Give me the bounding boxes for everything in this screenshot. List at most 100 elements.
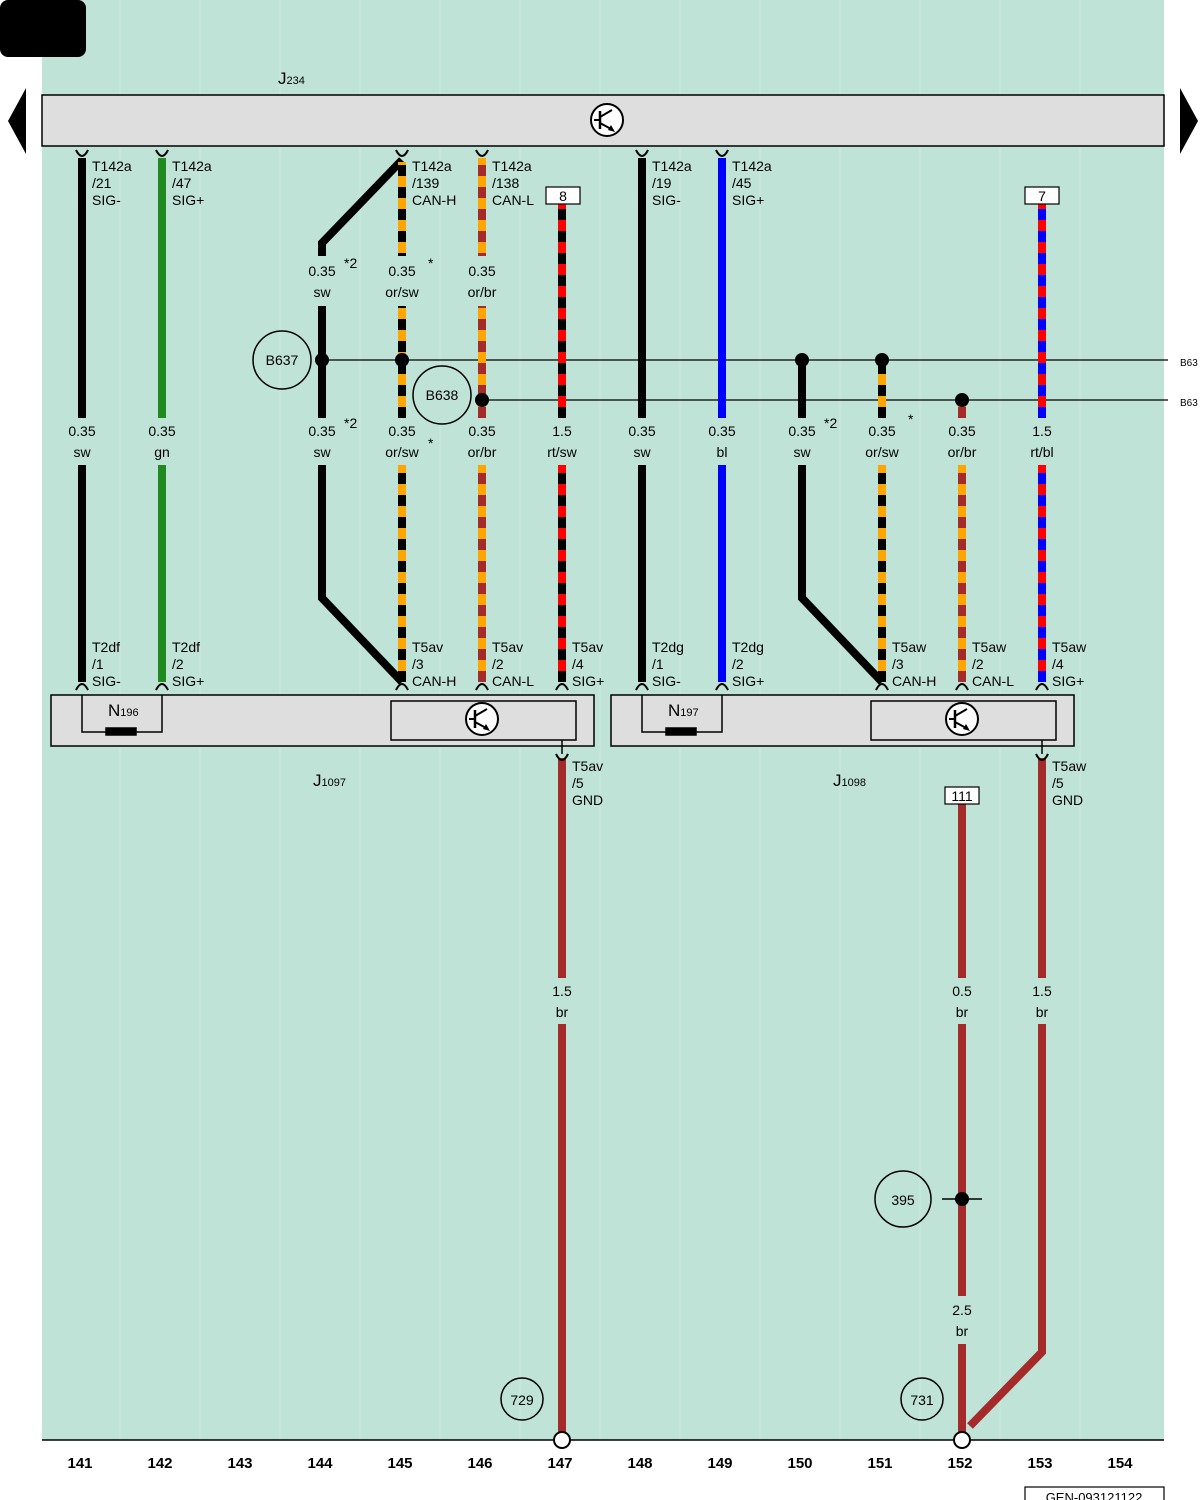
fuse-ref-7: 7 <box>1024 186 1060 205</box>
page-tab <box>0 0 86 57</box>
svg-text:1.5: 1.5 <box>552 983 572 999</box>
svg-text:148: 148 <box>627 1455 652 1472</box>
svg-text:/47: /47 <box>172 175 192 191</box>
svg-text:/2: /2 <box>972 656 984 672</box>
svg-text:SIG+: SIG+ <box>1052 673 1084 689</box>
svg-text:146: 146 <box>467 1455 492 1472</box>
svg-text:T2df: T2df <box>172 639 200 655</box>
svg-text:/4: /4 <box>572 656 584 672</box>
ground-point-147 <box>553 1431 571 1449</box>
ground-point-152 <box>953 1431 971 1449</box>
svg-text:GND: GND <box>572 792 603 808</box>
splice-b638: B638 <box>412 365 472 425</box>
svg-text:T5av: T5av <box>572 758 603 774</box>
svg-text:SIG+: SIG+ <box>172 192 204 208</box>
wire-153-br <box>967 758 1046 1429</box>
prev-page-arrow-icon[interactable] <box>8 88 26 154</box>
svg-text:T5aw: T5aw <box>1052 758 1087 774</box>
svg-text:CAN-L: CAN-L <box>492 192 534 208</box>
svg-text:/5: /5 <box>1052 775 1064 791</box>
svg-text:T5aw: T5aw <box>1052 639 1087 655</box>
wire-label-153: 1.5rt/bl <box>1030 423 1053 460</box>
bus-label-lower: B63 <box>1180 398 1198 409</box>
svg-text:/2: /2 <box>732 656 744 672</box>
svg-text:or/br: or/br <box>468 444 497 460</box>
wire-label-153-ground: 1.5br <box>1032 983 1052 1020</box>
svg-text:or/sw: or/sw <box>385 284 419 300</box>
svg-text:gn: gn <box>154 444 170 460</box>
svg-text:/1: /1 <box>92 656 104 672</box>
svg-text:br: br <box>956 1004 969 1020</box>
svg-text:CAN-L: CAN-L <box>972 673 1014 689</box>
svg-text:CAN-H: CAN-H <box>412 673 456 689</box>
bottom-pin-connectors <box>75 683 1049 761</box>
svg-text:CAN-H: CAN-H <box>892 673 936 689</box>
splice-dots <box>315 353 969 1206</box>
svg-text:152: 152 <box>947 1455 972 1472</box>
bus-label-upper: B63 <box>1180 358 1198 369</box>
splice-b637: B637 <box>252 330 312 390</box>
svg-text:0.35: 0.35 <box>468 423 495 439</box>
wire-label-152-lower: 2.5br <box>952 1302 972 1339</box>
svg-text:/3: /3 <box>892 656 904 672</box>
n197-sensor <box>641 695 723 736</box>
svg-text:0.35: 0.35 <box>628 423 655 439</box>
svg-text:T142a: T142a <box>412 158 452 174</box>
svg-text:1.5: 1.5 <box>552 423 572 439</box>
n196-sensor <box>81 695 163 736</box>
svg-text:or/br: or/br <box>468 284 497 300</box>
svg-text:sw: sw <box>313 444 331 460</box>
svg-text:SIG+: SIG+ <box>572 673 604 689</box>
svg-text:T5av: T5av <box>492 639 523 655</box>
svg-text:T142a: T142a <box>652 158 692 174</box>
svg-text:SIG-: SIG- <box>92 192 121 208</box>
svg-text:0.35: 0.35 <box>708 423 735 439</box>
j234-label: J234 <box>278 69 305 88</box>
j1097-label: J1097 <box>313 771 346 790</box>
svg-text:0.35: 0.35 <box>68 423 95 439</box>
svg-text:sw: sw <box>633 444 651 460</box>
svg-text:0.35: 0.35 <box>948 423 975 439</box>
svg-text:1.5: 1.5 <box>1032 983 1052 999</box>
svg-text:729: 729 <box>510 1392 534 1408</box>
fuse-ref-8: 8 <box>545 186 581 205</box>
svg-text:/2: /2 <box>172 656 184 672</box>
svg-text:rt/sw: rt/sw <box>547 444 577 460</box>
svg-text:SIG-: SIG- <box>92 673 121 689</box>
svg-text:B637: B637 <box>266 352 299 368</box>
svg-text:T5aw: T5aw <box>892 639 927 655</box>
svg-text:T5av: T5av <box>572 639 603 655</box>
svg-text:GEN-093121122: GEN-093121122 <box>1046 1490 1143 1500</box>
svg-text:/5: /5 <box>572 775 584 791</box>
svg-text:0.5: 0.5 <box>952 983 972 999</box>
svg-text:0.35: 0.35 <box>868 423 895 439</box>
svg-text:*2: *2 <box>344 255 357 271</box>
j234-transistor-icon <box>590 103 624 137</box>
svg-text:147: 147 <box>547 1455 572 1472</box>
fuse-ref-111: 111 <box>944 786 980 805</box>
svg-text:T5aw: T5aw <box>972 639 1007 655</box>
svg-text:SIG+: SIG+ <box>732 192 764 208</box>
svg-text:8: 8 <box>559 188 567 204</box>
wire-label-146: 0.35 or/br <box>468 423 497 460</box>
svg-text:149: 149 <box>707 1455 732 1472</box>
svg-text:142: 142 <box>147 1455 172 1472</box>
svg-text:T142a: T142a <box>492 158 532 174</box>
svg-text:or/sw: or/sw <box>865 444 899 460</box>
svg-text:*2: *2 <box>344 415 357 431</box>
svg-text:CAN-H: CAN-H <box>412 192 456 208</box>
next-page-arrow-icon[interactable] <box>1180 88 1198 154</box>
svg-text:144: 144 <box>307 1455 333 1472</box>
